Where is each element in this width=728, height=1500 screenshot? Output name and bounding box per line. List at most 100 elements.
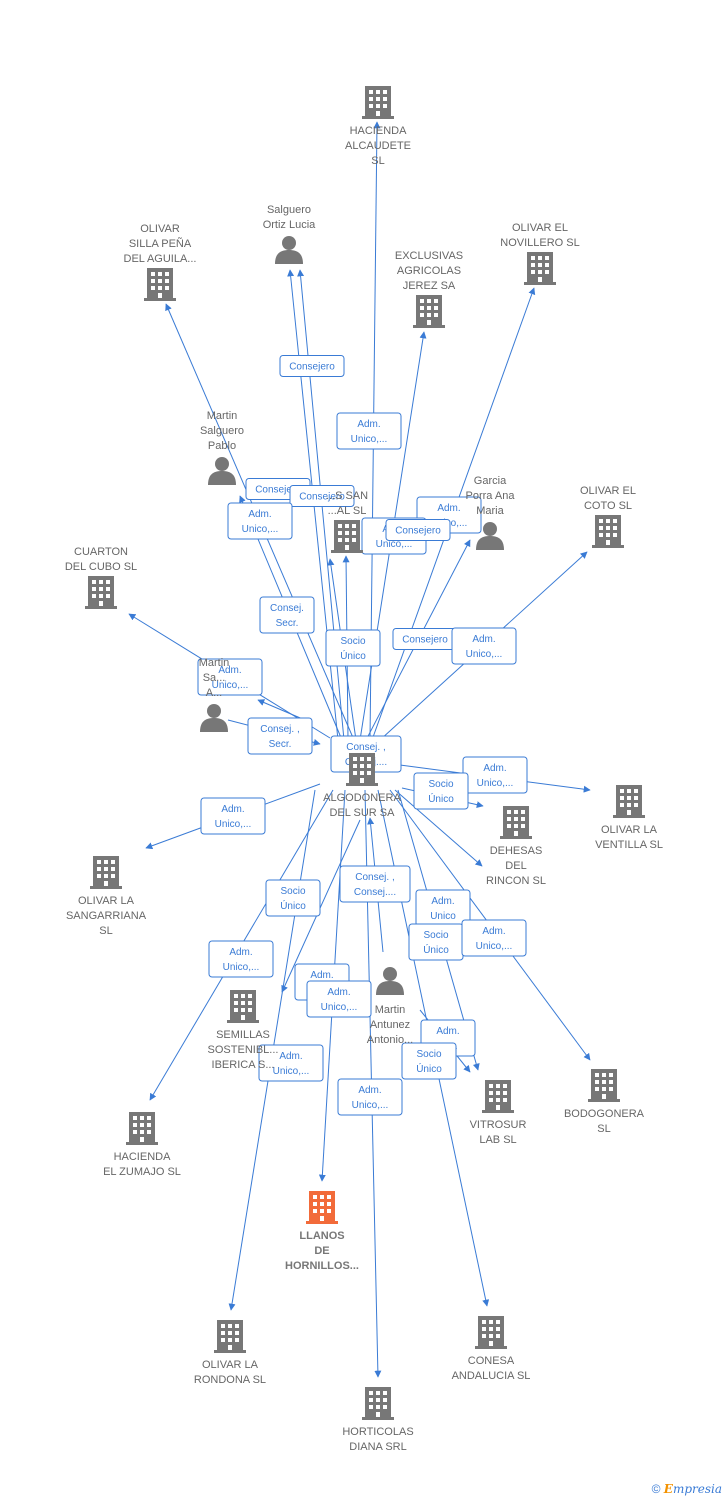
edge-label-text: Consej. , [260, 724, 299, 735]
building-icon [613, 785, 645, 818]
edge-label-text: Socio [280, 886, 305, 897]
edge-label-text: Único [428, 792, 454, 805]
edge-label-text: Adm. [310, 970, 333, 981]
node-label-line: ...AL SL [328, 505, 367, 517]
node-label-line: DEL SUR SA [329, 807, 395, 819]
node-label-line: CUARTON [74, 546, 128, 558]
edge-label-el1[interactable]: Consejero [279, 355, 345, 377]
edge-label-el12[interactable]: Adm.Unico,... [451, 627, 517, 665]
node-label-line: SL [371, 155, 384, 167]
node-label-line: DEHESAS [490, 845, 543, 857]
node-label-line: A... [206, 687, 223, 699]
node-label-line: HORNILLOS... [285, 1260, 359, 1272]
edge-label-text: Adm. [357, 419, 380, 430]
building-icon [413, 295, 445, 328]
edge-label-el30[interactable]: Adm.Unico,... [337, 1078, 403, 1116]
edge-label-el11[interactable]: Consejero [392, 628, 458, 650]
edge-label-el8[interactable]: Consejero [385, 519, 451, 541]
node-label-line: Sa... [203, 672, 226, 684]
node-label-line: LLANOS [299, 1230, 344, 1242]
edge-label-text: Único [423, 943, 449, 956]
node-llanos[interactable]: LLANOSDEHORNILLOS... [285, 1191, 359, 1272]
edge-label-text: Adm. [431, 896, 454, 907]
edge-label-text: Unico [430, 911, 456, 922]
node-label-line: Salguero [200, 425, 244, 437]
edge-label-text: Consej. , [346, 742, 385, 753]
node-label-line: NOVILLERO SL [500, 237, 579, 249]
edge-label-el2[interactable]: Adm.Unico,... [336, 412, 402, 450]
edge-label-el4[interactable]: Consejero [289, 485, 355, 507]
building-icon [144, 268, 176, 301]
edge-label-el13[interactable]: Adm.Unico,... [197, 658, 263, 696]
edge-label-box [325, 629, 381, 667]
edge-label-el29[interactable]: Adm.Unico,... [258, 1044, 324, 1082]
node-label-line: ANDALUCIA SL [452, 1370, 531, 1382]
edge-label-text: Unico,... [223, 962, 260, 973]
edge-label-el24[interactable]: Adm. Unico,... [208, 940, 274, 978]
node-label-line: Martin [207, 410, 238, 422]
edge-label-text: Adm. [229, 947, 252, 958]
node-martin_antunez[interactable]: MartinAntunezAntonio... [367, 967, 413, 1046]
edge-label-el21[interactable]: Adm. Unico [415, 889, 471, 927]
node-label-line: DIANA SRL [349, 1441, 406, 1453]
edge-label-text: Único [340, 649, 366, 662]
node-label-line: DEL AGUILA... [124, 253, 197, 265]
building-icon [362, 1387, 394, 1420]
edge-label-text: Unico,... [242, 524, 279, 535]
edge-label-box [197, 658, 263, 696]
node-label-line: LAB SL [479, 1134, 516, 1146]
edge-label-box [339, 865, 411, 903]
edge-label-text: Unico,... [212, 680, 249, 691]
node-label-line: Martin [375, 1004, 406, 1016]
node-label-line: JEREZ SA [403, 280, 456, 292]
edge-label-text: Consej. [270, 603, 304, 614]
edge-label-el14[interactable]: Consej. , Secr. [247, 717, 313, 755]
node-martin_sa[interactable]: MartinSa...A... [199, 657, 230, 732]
node-label-line: COTO SL [584, 500, 632, 512]
edge-label-box [461, 919, 527, 957]
edge-label-text: Secr. [269, 739, 292, 750]
edge-label-el20[interactable]: Consej. ,Consej.... [339, 865, 411, 903]
edge-label-el18[interactable]: Adm.Unico,... [200, 797, 266, 835]
edge-label-text: Unico,... [321, 1002, 358, 1013]
edge-label-text: Socio [423, 930, 448, 941]
edge-label-box [289, 485, 355, 507]
edge-label-el5[interactable]: Adm.Unico,... [227, 502, 293, 540]
node-center_san[interactable]: ...S SAN...AL SL [326, 490, 368, 553]
edge-label-text: Adm. [279, 1051, 302, 1062]
edge-label-el23[interactable]: Adm.Unico,... [461, 919, 527, 957]
node-label-line: BODOGONERA [564, 1108, 645, 1120]
node-label-line: EL ZUMAJO SL [103, 1166, 181, 1178]
edge-label-el9[interactable]: Consej.Secr. [259, 596, 315, 634]
node-label-line: Ortiz Lucia [263, 219, 316, 231]
edge-label-el16[interactable]: Adm.Unico,... [462, 756, 528, 794]
edge-label-text: Adm. [482, 926, 505, 937]
footer-credit[interactable]: © Empresia [652, 1482, 722, 1496]
edge-label-el26[interactable]: Adm.Unico,... [306, 980, 372, 1018]
